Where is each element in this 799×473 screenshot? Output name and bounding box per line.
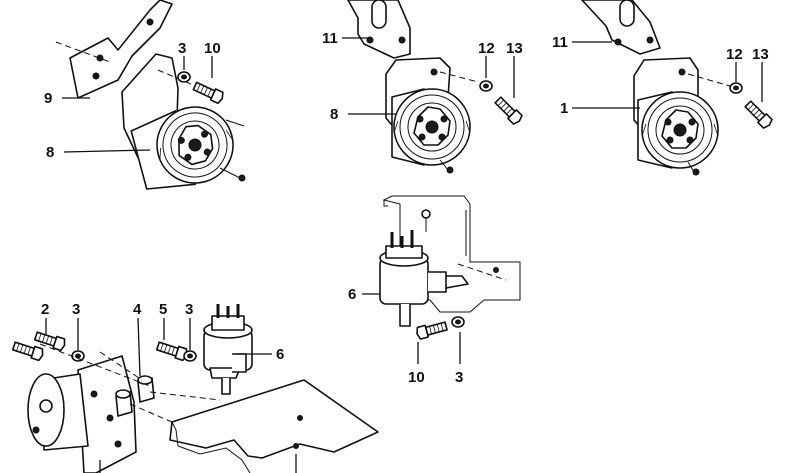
fuel-filter-6-bottom (203, 304, 253, 395)
pump-bottom-left (27, 373, 89, 451)
washer-12-right (729, 82, 743, 94)
label-1: 1 (560, 100, 568, 117)
bolt-10-top-left (191, 79, 226, 105)
assembly-top-right (572, 0, 775, 176)
bolt-10-middle (414, 319, 449, 341)
label-4: 4 (133, 301, 142, 318)
bracket-11-center (347, 0, 411, 59)
assembly-middle-right (362, 195, 521, 364)
washer-12-center (479, 80, 493, 92)
bracket-plate-bottom-left (77, 355, 137, 473)
assembly-top-center (342, 0, 525, 174)
fuel-filter-6-middle (379, 230, 447, 327)
label-6: 6 (276, 346, 284, 363)
washer-3-middle (451, 316, 465, 328)
label-3: 3 (185, 301, 193, 318)
label-3: 3 (455, 369, 463, 386)
washer-3-top-left (177, 71, 191, 83)
label-9: 9 (44, 90, 52, 107)
label-11: 11 (322, 30, 338, 47)
label-3: 3 (72, 301, 80, 318)
label-12: 12 (478, 40, 495, 57)
bolt-13-right (742, 98, 775, 131)
label-2: 2 (41, 301, 49, 318)
washer-3-bottom-center (183, 350, 197, 362)
label-3: 3 (178, 40, 186, 57)
spacer-4 (115, 375, 155, 417)
label-10: 10 (204, 40, 221, 57)
pump-8-center (391, 88, 471, 166)
label-13: 13 (752, 46, 769, 63)
callout-labels: 9 3 10 8 11 8 12 13 11 1 12 13 6 10 3 2 … (41, 30, 769, 386)
bolt-13-center (492, 94, 525, 127)
label-6: 6 (348, 286, 356, 303)
pump-1-right (637, 91, 719, 169)
label-12: 12 (726, 46, 743, 63)
pump-8-top-left (130, 97, 243, 193)
label-11: 11 (552, 34, 568, 51)
bracket-11-right (581, 0, 661, 55)
label-13: 13 (506, 40, 523, 57)
label-5: 5 (159, 301, 167, 318)
label-8: 8 (330, 106, 338, 123)
assembly-top-left (55, 0, 246, 193)
assembly-bottom-left (11, 304, 379, 473)
label-10: 10 (408, 369, 425, 386)
label-8: 8 (46, 144, 54, 161)
base-plate (169, 379, 379, 459)
washer-3-bottom-left (71, 350, 85, 362)
